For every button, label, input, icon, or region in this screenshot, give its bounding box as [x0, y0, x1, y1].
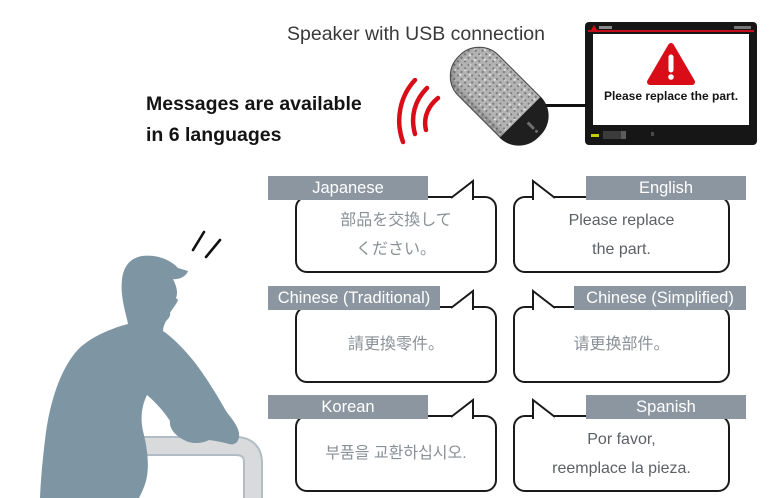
- message-line: Please replace: [568, 211, 675, 229]
- message-line: ください。: [355, 240, 436, 258]
- language-label: Japanese: [268, 176, 428, 200]
- worker-pushing-cart-silhouette: [40, 230, 263, 498]
- bubble-english: English Please replace the part.: [513, 176, 746, 273]
- bubble-korean: Korean 부품을 교환하십시오.: [268, 395, 497, 492]
- brand-diamond-icon: [591, 25, 597, 30]
- language-label: English: [586, 176, 746, 200]
- message-line: 請更換零件。: [347, 336, 444, 353]
- bubble-tail-icon: [450, 179, 474, 202]
- bezel-accent-line: [588, 30, 754, 32]
- model-label-mark: [734, 26, 751, 29]
- notice-marks-icon: [191, 230, 222, 259]
- usb-speaker-illustration: [438, 35, 560, 157]
- message-line: the part.: [592, 240, 651, 258]
- screen-message: Please replace the part.: [603, 89, 739, 103]
- message-line: 부품을 교환하십시오.: [325, 445, 467, 462]
- bubble-tail-icon: [532, 398, 556, 421]
- bubble-chinese-traditional: Chinese (Traditional) 請更換零件。: [268, 286, 497, 383]
- hmi-monitor: Please replace the part.: [585, 22, 757, 145]
- tagline-line-2: in 6 languages: [146, 124, 282, 146]
- bubble-japanese: Japanese 部品を交換して ください。: [268, 176, 497, 273]
- message-line: 请更换部件。: [573, 336, 670, 353]
- message-line: Por favor,: [587, 430, 656, 448]
- bubble-tail-icon: [450, 398, 474, 421]
- bubble-tail-icon: [532, 289, 556, 312]
- cart-handle: [134, 438, 261, 498]
- bezel-mark: [651, 132, 654, 136]
- message-line: 部品を交換して: [340, 211, 452, 229]
- brand-logo-mark: [599, 26, 612, 29]
- tagline-line-1: Messages are available: [146, 93, 362, 115]
- bubble-spanish: Spanish Por favor, reemplace la pieza.: [513, 395, 746, 492]
- front-usb-port: [621, 131, 626, 139]
- worker-body: [40, 255, 240, 498]
- speaker-caption: Speaker with USB connection: [287, 23, 545, 45]
- sound-waves-icon: [396, 78, 441, 145]
- power-led: [591, 134, 599, 137]
- bubble-tail-icon: [532, 179, 556, 202]
- tagline: Messages are available in 6 languages: [146, 89, 362, 151]
- language-label: Spanish: [586, 395, 746, 419]
- monitor-screen: Please replace the part.: [593, 34, 749, 125]
- warning-triangle-icon: [647, 43, 695, 85]
- usb-cable: [540, 104, 587, 107]
- front-usb-cover: [603, 131, 625, 139]
- language-label: Chinese (Traditional): [268, 286, 440, 310]
- language-label: Korean: [268, 395, 428, 419]
- message-line: reemplace la pieza.: [552, 459, 691, 477]
- bubble-chinese-simplified: Chinese (Simplified) 请更换部件。: [513, 286, 746, 383]
- bubble-tail-icon: [450, 289, 474, 312]
- language-label: Chinese (Simplified): [574, 286, 746, 310]
